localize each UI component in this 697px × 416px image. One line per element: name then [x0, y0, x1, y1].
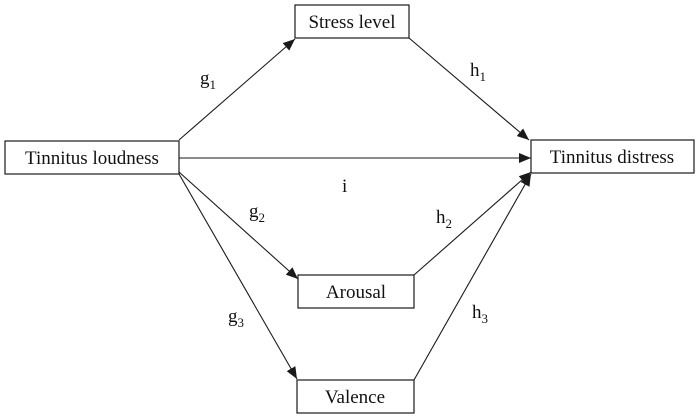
node-tinnitus-loudness: Tinnitus loudness: [4, 140, 180, 175]
edge-label-h1: h1: [470, 60, 486, 84]
node-stress-level-label: Stress level: [308, 12, 395, 33]
edge-stress-to-distress: [408, 37, 530, 141]
edge-label-i: i: [342, 176, 347, 197]
node-valence: Valence: [296, 379, 415, 414]
edge-label-g2: g2: [249, 201, 265, 225]
node-arousal-label: Arousal: [326, 282, 386, 303]
edge-label-h2: h2: [436, 207, 452, 231]
edge-loudness-to-stress: [178, 38, 296, 141]
node-arousal: Arousal: [297, 274, 415, 309]
node-tinnitus-distress: Tinnitus distress: [530, 139, 695, 174]
edge-label-g1: g1: [200, 68, 216, 92]
node-stress-level: Stress level: [294, 4, 410, 39]
node-valence-label: Valence: [325, 387, 385, 408]
edge-label-h3: h3: [472, 302, 488, 326]
edge-loudness-to-valence: [178, 173, 298, 380]
edge-label-g3: g3: [228, 306, 244, 330]
edge-arousal-to-distress: [413, 171, 532, 276]
node-tinnitus-loudness-label: Tinnitus loudness: [25, 148, 159, 169]
node-tinnitus-distress-label: Tinnitus distress: [550, 147, 674, 168]
edge-valence-to-distress: [413, 173, 532, 381]
edge-loudness-to-arousal: [178, 171, 299, 280]
